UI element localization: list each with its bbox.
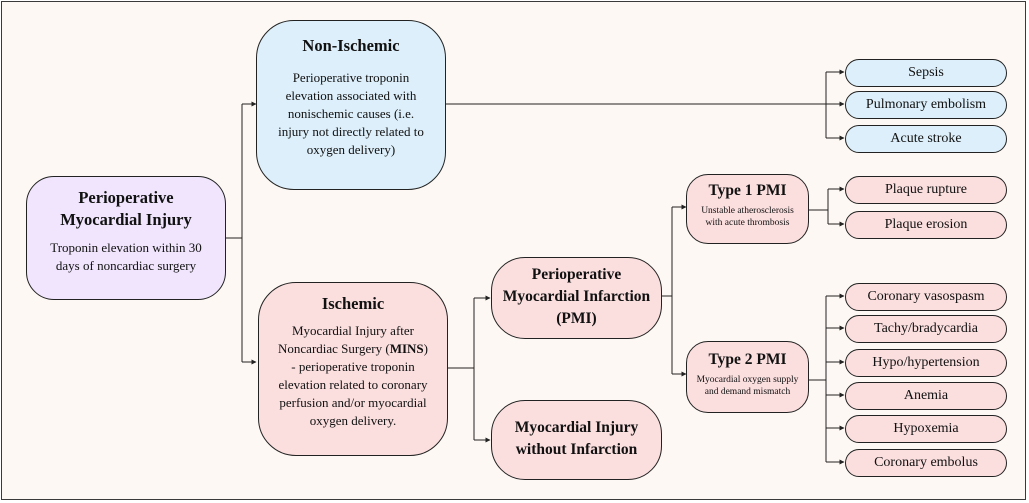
nonischemic-desc-line4: injury not directly related to: [278, 124, 424, 139]
type1-node: Type 1 PMI Unstable atherosclerosis with…: [686, 174, 809, 244]
connector-pmi-trunk: [662, 207, 673, 374]
pmi-title-line3: (PMI): [556, 310, 597, 327]
root-desc-line1: Troponin elevation within 30: [50, 240, 202, 255]
type1-title: Type 1 PMI: [708, 182, 787, 199]
ischemic-desc-line1: Myocardial Injury after: [291, 323, 414, 338]
nonischemic-desc-line3: nonischemic causes (i.e.: [287, 106, 415, 121]
type1-desc-line1: Unstable atherosclerosis: [701, 206, 794, 216]
cause-anemia: Anemia: [845, 382, 1007, 410]
mins-abbreviation: MINS: [389, 341, 424, 356]
root-desc-line2: days of noncardiac surgery: [55, 258, 197, 273]
connector-nonischemic-trunk: [446, 72, 827, 138]
nonischemic-desc-line1: Perioperative troponin: [292, 70, 410, 85]
nonischemic-title: Non-Ischemic: [302, 36, 400, 55]
pmi-title-line1: Perioperative: [531, 266, 622, 283]
ischemic-node: Ischemic Myocardial Injury after Noncard…: [258, 282, 448, 456]
root-title-line1: Perioperative: [78, 188, 174, 207]
mwi-title-line2: without Infarction: [515, 441, 638, 458]
nonischemic-node: Non-Ischemic Perioperative troponin elev…: [256, 20, 446, 190]
cause-hypoxemia: Hypoxemia: [845, 415, 1007, 443]
cause-sepsis: Sepsis: [845, 59, 1007, 87]
ischemic-desc-line6: oxygen delivery.: [309, 413, 397, 428]
cause-plaque-rupture: Plaque rupture: [845, 176, 1007, 204]
type2-node: Type 2 PMI Myocardial oxygen supply and …: [686, 341, 809, 413]
ischemic-desc-line3: - perioperative troponin: [291, 359, 415, 374]
ischemic-desc-line2-prefix: Noncardiac Surgery (: [278, 341, 390, 356]
connector-root-trunk: [226, 104, 243, 362]
cause-coronary-embolus: Coronary embolus: [845, 449, 1007, 477]
pmi-node: Perioperative Myocardial Infarction (PMI…: [491, 257, 662, 339]
type2-desc-line2: and demand mismatch: [704, 387, 791, 397]
cause-coronary-vasospasm: Coronary vasospasm: [845, 283, 1007, 311]
root-title-line2: Myocardial Injury: [60, 210, 192, 229]
ischemic-desc-line2-suffix: ): [423, 341, 428, 356]
type1-desc-line2: with acute thrombosis: [705, 218, 790, 228]
type2-title: Type 2 PMI: [708, 351, 787, 368]
nonischemic-desc-line2: elevation associated with: [285, 88, 417, 103]
cause-pulmonary-embolism: Pulmonary embolism: [845, 91, 1007, 119]
connector-type1-trunk: [809, 189, 829, 224]
ischemic-desc-line5: perfusion and/or myocardial: [279, 395, 427, 410]
connector-type2-trunk: [809, 296, 827, 462]
root-node: Perioperative Myocardial Injury Troponin…: [26, 176, 226, 300]
cause-plaque-erosion: Plaque erosion: [845, 211, 1007, 239]
nonischemic-desc-line5: oxygen delivery): [306, 142, 396, 157]
pmi-title-line2: Myocardial Infarction: [502, 288, 651, 305]
cause-tachy-bradycardia: Tachy/bradycardia: [845, 315, 1007, 343]
ischemic-desc-line4: elevation related to coronary: [278, 377, 428, 392]
cause-hypo-hypertension: Hypo/hypertension: [845, 349, 1007, 377]
cause-acute-stroke: Acute stroke: [845, 125, 1007, 153]
ischemic-title: Ischemic: [321, 294, 385, 313]
connector-ischemic-trunk: [448, 298, 475, 440]
type2-desc-line1: Myocardial oxygen supply: [696, 375, 799, 385]
ischemic-desc-line2: Noncardiac Surgery (MINS): [259, 340, 447, 358]
mwi-title-line1: Myocardial Injury: [514, 419, 639, 436]
mwi-node: Myocardial Injury without Infarction: [491, 400, 662, 480]
